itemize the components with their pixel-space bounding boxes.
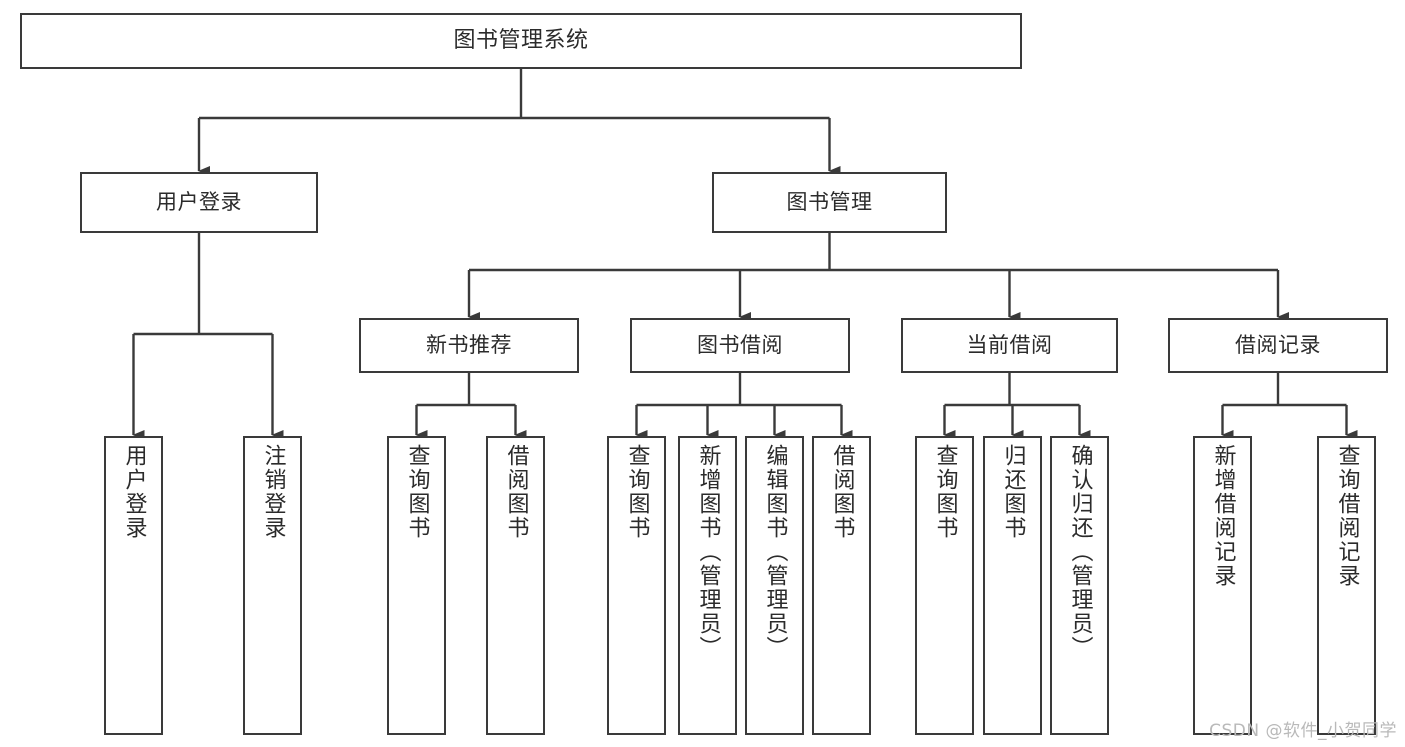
node-book-borrow[interactable]: 图书借阅: [630, 318, 850, 373]
node-borrow-record[interactable]: 借阅记录: [1168, 318, 1388, 373]
leaf-borrow-book-recommend[interactable]: 借阅图书: [486, 436, 545, 735]
node-user-login-label: 用户登录: [156, 190, 242, 215]
leaf-borrow-book-label: 借阅图书: [829, 444, 855, 540]
node-user-login[interactable]: 用户登录: [80, 172, 318, 233]
csdn-watermark: CSDN @软件_小贺同学: [1209, 721, 1397, 741]
leaf-add-borrow-record[interactable]: 新增借阅记录: [1193, 436, 1252, 735]
leaf-query-book[interactable]: 查询图书: [607, 436, 666, 735]
leaf-borrow-book-recommend-label: 借阅图书: [503, 444, 529, 540]
leaf-confirm-return-admin-label: 确认归还（管理员）: [1067, 444, 1093, 660]
node-current-borrow-label: 当前借阅: [966, 333, 1053, 358]
leaf-borrow-book[interactable]: 借阅图书: [812, 436, 871, 735]
leaf-query-borrow-record-label: 查询借阅记录: [1334, 444, 1360, 588]
leaf-add-borrow-record-label: 新增借阅记录: [1210, 444, 1236, 588]
leaf-query-book-label: 查询图书: [624, 444, 650, 540]
leaf-query-book-current[interactable]: 查询图书: [915, 436, 974, 735]
leaf-add-book-admin-label: 新增图书（管理员）: [695, 444, 721, 660]
leaf-return-book[interactable]: 归还图书: [983, 436, 1042, 735]
node-book-management[interactable]: 图书管理: [712, 172, 947, 233]
node-root-label: 图书管理系统: [453, 28, 589, 54]
leaf-user-login-label: 用户登录: [121, 444, 147, 540]
leaf-user-login[interactable]: 用户登录: [104, 436, 163, 735]
leaf-add-book-admin[interactable]: 新增图书（管理员）: [678, 436, 737, 735]
node-book-borrow-label: 图书借阅: [697, 333, 783, 358]
node-new-book-recommend-label: 新书推荐: [426, 333, 512, 358]
leaf-edit-book-admin[interactable]: 编辑图书（管理员）: [745, 436, 804, 735]
node-borrow-record-label: 借阅记录: [1235, 333, 1321, 358]
leaf-edit-book-admin-label: 编辑图书（管理员）: [762, 444, 788, 660]
node-new-book-recommend[interactable]: 新书推荐: [359, 318, 579, 373]
leaf-user-logout-label: 注销登录: [260, 444, 286, 540]
node-root[interactable]: 图书管理系统: [20, 13, 1022, 69]
node-book-management-label: 图书管理: [786, 190, 873, 215]
node-current-borrow[interactable]: 当前借阅: [901, 318, 1118, 373]
leaf-confirm-return-admin[interactable]: 确认归还（管理员）: [1050, 436, 1109, 735]
leaf-return-book-label: 归还图书: [1000, 444, 1026, 540]
leaf-query-book-recommend-label: 查询图书: [404, 444, 430, 540]
leaf-user-logout[interactable]: 注销登录: [243, 436, 302, 735]
leaf-query-book-recommend[interactable]: 查询图书: [387, 436, 446, 735]
leaf-query-book-current-label: 查询图书: [932, 444, 958, 540]
leaf-query-borrow-record[interactable]: 查询借阅记录: [1317, 436, 1376, 735]
